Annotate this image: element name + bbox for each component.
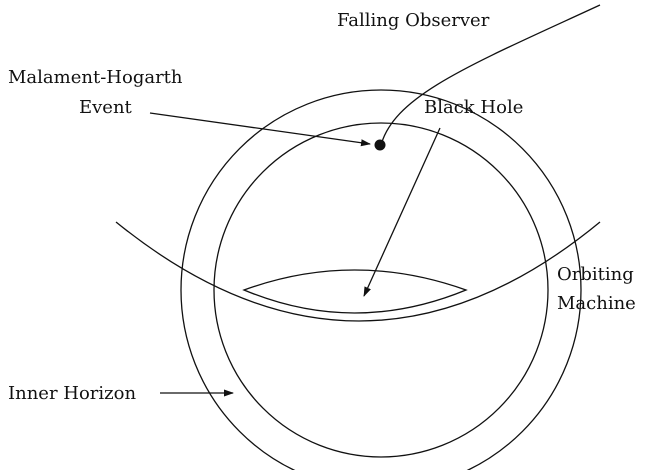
black-hole-label: Black Hole bbox=[424, 97, 523, 118]
falling-observer-label: Falling Observer bbox=[337, 10, 490, 31]
mh-event-arrow bbox=[149, 112, 371, 147]
falling-observer-curve bbox=[380, 4, 601, 146]
inner-horizon-label: Inner Horizon bbox=[8, 383, 136, 404]
inner-horizon-circle bbox=[213, 122, 549, 458]
malament-hogarth-event-dot bbox=[374, 139, 386, 151]
orbiting-machine-label-line2: Machine bbox=[557, 293, 636, 314]
orbiting-machine-curve bbox=[115, 221, 601, 322]
mh-event-label-line2: Event bbox=[79, 97, 133, 118]
outer-horizon-circle bbox=[180, 89, 582, 470]
mh-event-label-line1: Malament-Hogarth bbox=[8, 67, 183, 88]
black-hole-arrow bbox=[363, 127, 441, 297]
black-hole-lens bbox=[242, 269, 468, 314]
orbiting-machine-label-line1: Orbiting bbox=[557, 264, 634, 285]
